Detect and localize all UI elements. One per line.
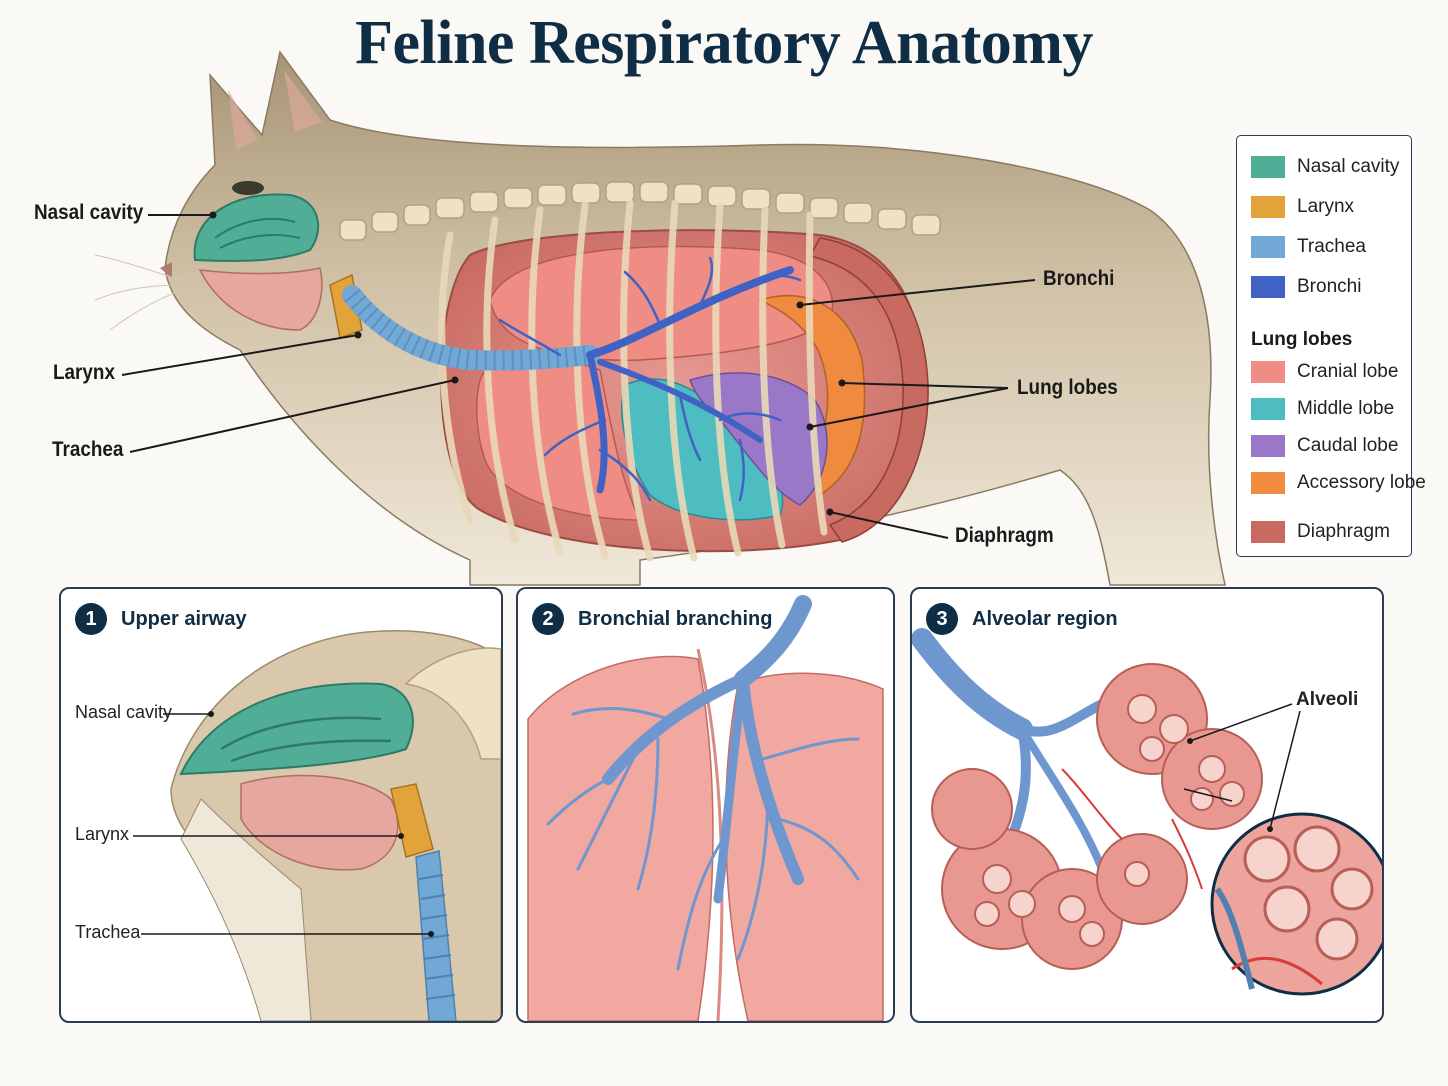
legend-item: Bronchi xyxy=(1251,275,1361,299)
alveolar-region-illustration xyxy=(912,628,1382,996)
label-nasal-cavity: Nasal cavity xyxy=(75,702,173,722)
panel-title: Alveolar region xyxy=(972,607,1118,630)
callout-larynx: Larynx xyxy=(53,361,115,384)
legend: Nasal cavity Larynx Trachea Bronchi Lung… xyxy=(1236,135,1426,557)
callout-leaders xyxy=(121,214,1036,539)
legend-label: Nasal cavity xyxy=(1297,156,1400,177)
accessory-lobe xyxy=(757,295,866,496)
legend-label: Trachea xyxy=(1297,236,1366,257)
legend-swatch xyxy=(1251,276,1285,298)
legend-item: Cranial lobe xyxy=(1251,360,1398,384)
callout-nasal-cavity: Nasal cavity xyxy=(34,201,144,224)
legend-item: Caudal lobe xyxy=(1251,434,1398,458)
label-trachea: Trachea xyxy=(75,922,141,942)
legend-label: Caudal lobe xyxy=(1297,435,1399,456)
panel-header: 2 Bronchial branching xyxy=(532,603,772,635)
spine xyxy=(339,181,941,241)
legend-label: Bronchi xyxy=(1297,276,1362,297)
panel-number: 2 xyxy=(532,603,564,635)
upper-airway-illustration xyxy=(133,630,501,1021)
panel-title: Upper airway xyxy=(121,607,247,630)
legend-swatch xyxy=(1251,398,1285,420)
legend-item: Nasal cavity xyxy=(1251,155,1399,179)
legend-item: Middle lobe xyxy=(1251,397,1394,421)
cat-anatomy-illustration xyxy=(94,50,1226,586)
page-title: Feline Respiratory Anatomy xyxy=(355,9,1093,77)
legend-label: Larynx xyxy=(1297,196,1355,217)
panel-alveolar-region: 3 Alveolar region Alveoli xyxy=(910,587,1384,1023)
legend-swatch xyxy=(1251,521,1285,543)
panel-bronchial-branching: 2 Bronchial branching xyxy=(516,587,895,1023)
diaphragm-shape xyxy=(808,237,929,543)
legend-item: Accessory lobe xyxy=(1251,471,1426,495)
callout-trachea: Trachea xyxy=(52,438,124,461)
legend-item: Diaphragm xyxy=(1251,520,1390,544)
panel-header: 3 Alveolar region xyxy=(926,603,1118,635)
legend-label: Diaphragm xyxy=(1297,521,1390,542)
panel-number: 3 xyxy=(926,603,958,635)
bronchial-branching-illustration xyxy=(527,595,884,1021)
panel-header: 1 Upper airway xyxy=(75,603,247,635)
label-larynx: Larynx xyxy=(75,824,130,844)
legend-subheading: Lung lobes xyxy=(1251,329,1353,350)
bronchi-tree xyxy=(498,256,802,502)
panel-upper-airway: 1 Upper airway Nasal cavity Larynx Trach… xyxy=(59,587,503,1023)
legend-swatch xyxy=(1251,156,1285,178)
callout-lung-lobes: Lung lobes xyxy=(1017,376,1118,399)
legend-label: Middle lobe xyxy=(1297,398,1395,419)
legend-item: Larynx xyxy=(1251,195,1354,219)
callout-diaphragm: Diaphragm xyxy=(955,524,1054,547)
legend-label: Cranial lobe xyxy=(1297,361,1399,382)
callout-bronchi: Bronchi xyxy=(1043,267,1115,290)
legend-label: Accessory lobe xyxy=(1297,472,1426,493)
legend-swatch xyxy=(1251,472,1285,494)
legend-swatch xyxy=(1251,435,1285,457)
legend-swatch xyxy=(1251,196,1285,218)
panel-number: 1 xyxy=(75,603,107,635)
panel-title: Bronchial branching xyxy=(578,607,773,630)
label-alveoli: Alveoli xyxy=(1296,689,1359,710)
legend-swatch xyxy=(1251,236,1285,258)
ribs xyxy=(438,199,828,562)
legend-swatch xyxy=(1251,361,1285,383)
legend-item: Trachea xyxy=(1251,235,1366,259)
